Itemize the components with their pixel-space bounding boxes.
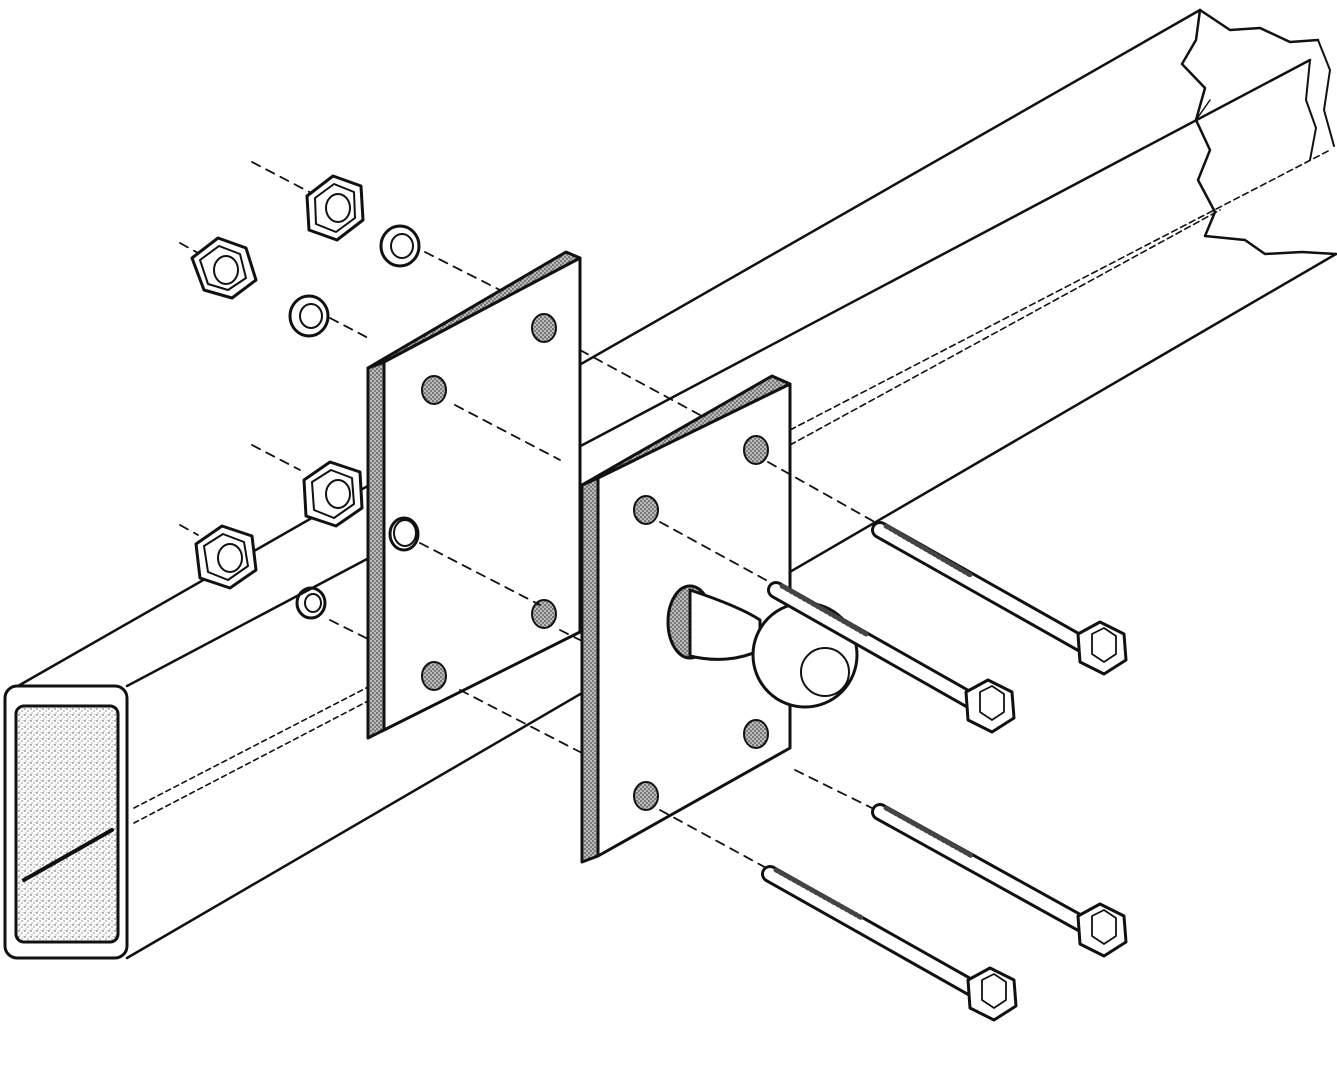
hex-bolt-3 bbox=[871, 803, 1128, 958]
hex-nut-3 bbox=[302, 460, 364, 528]
lock-washers bbox=[288, 224, 421, 620]
back-plate bbox=[366, 250, 582, 740]
front-plate-with-ball bbox=[580, 374, 859, 864]
lock-washer-1 bbox=[379, 224, 421, 268]
hex-nut-4 bbox=[194, 524, 258, 590]
front-plate-holes bbox=[633, 435, 769, 811]
hex-bolt-4 bbox=[761, 865, 1018, 1022]
tube-bore bbox=[14, 704, 120, 944]
hex-nut-2 bbox=[190, 236, 258, 300]
lock-washer-4 bbox=[295, 586, 327, 620]
lock-washer-2 bbox=[288, 294, 330, 338]
hex-bolts bbox=[761, 521, 1128, 1022]
hex-nuts bbox=[190, 174, 365, 590]
hex-bolt-2 bbox=[767, 581, 1016, 734]
hex-nut-1 bbox=[305, 174, 365, 242]
lock-washer-3 bbox=[388, 516, 420, 552]
square-tube bbox=[3, 8, 1337, 960]
hex-bolt-1 bbox=[871, 521, 1128, 676]
back-plate-holes bbox=[393, 313, 557, 691]
